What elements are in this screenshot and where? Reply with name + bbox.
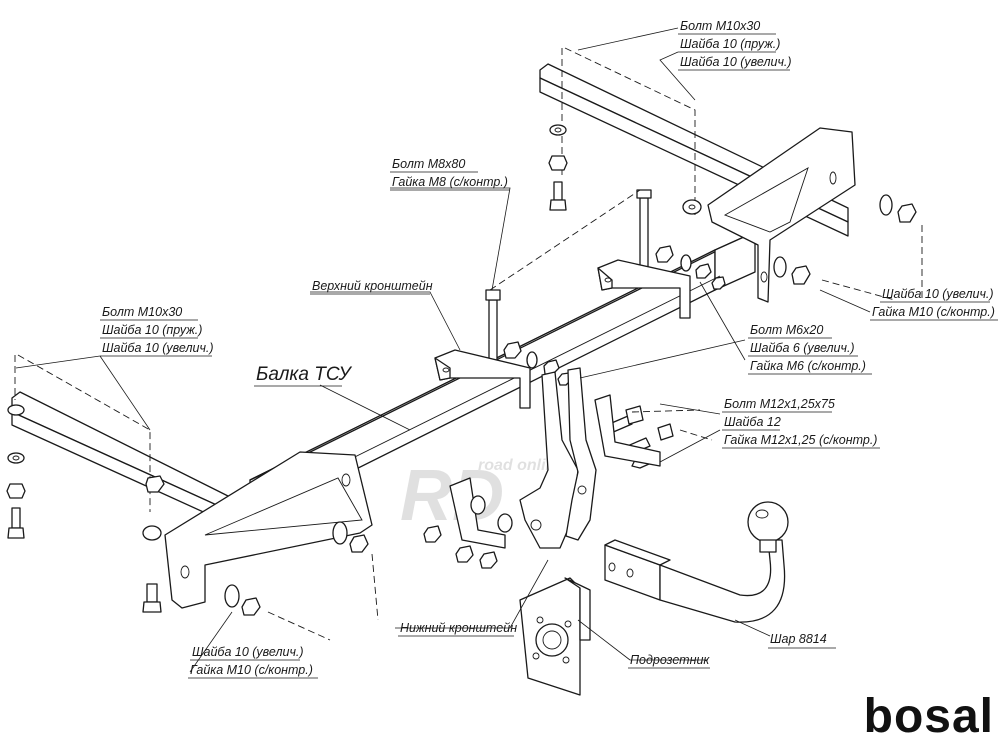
label-bolt-m12: Болт М12х1,25х75 Шайба 12 Гайка М12х1,25… <box>722 397 880 449</box>
label-line: Болт М8х80 <box>392 157 465 171</box>
label-text: Балка ТСУ <box>256 364 353 385</box>
label-line: Болт М10х30 <box>102 305 182 319</box>
label-line: Гайка М6 (с/контр.) <box>750 359 866 373</box>
hardware <box>6 124 923 641</box>
label-line: Шайба 10 (пруж.) <box>102 323 202 337</box>
label-upper-bracket: Верхний кронштейн <box>310 279 433 295</box>
ball-hitch <box>604 501 789 623</box>
upper-brackets <box>434 259 691 409</box>
label-washer-nut-left: Шайба 10 (увелич.) Гайка М10 (с/контр.) <box>188 645 318 679</box>
watermark-sub: road online <box>478 457 564 474</box>
label-socket-plate: Подрозетник <box>628 653 710 669</box>
label-line: Шайба 10 (увелич.) <box>882 287 994 301</box>
label-line: Шайба 10 (увелич.) <box>192 645 304 659</box>
label-line: Шайба 10 (пруж.) <box>680 37 780 51</box>
label-line: Болт М12х1,25х75 <box>724 397 835 411</box>
right-arm <box>539 47 856 303</box>
label-line: Гайка М10 (с/контр.) <box>872 305 995 319</box>
label-lower-bracket: Нижний кронштейн <box>398 621 517 637</box>
label-line: Болт М10х30 <box>680 19 760 33</box>
label-line: Гайка М10 (с/контр.) <box>190 663 313 677</box>
label-bolt-left: Болт М10х30 Шайба 10 (пруж.) Шайба 10 (у… <box>100 305 214 357</box>
label-text: Верхний кронштейн <box>312 279 433 293</box>
socket-plate <box>519 577 591 696</box>
lower-brackets <box>423 367 661 569</box>
label-line: Гайка М12х1,25 (с/контр.) <box>724 433 877 447</box>
label-washer-nut-right: Шайба 10 (увелич.) Гайка М10 (с/контр.) <box>870 287 998 321</box>
label-text: Нижний кронштейн <box>400 621 517 635</box>
label-line: Шайба 10 (увелич.) <box>102 341 214 355</box>
label-text: Шар 8814 <box>770 632 827 646</box>
label-text: Подрозетник <box>630 653 710 667</box>
label-line: Болт М6х20 <box>750 323 823 337</box>
label-line: Шайба 10 (увелич.) <box>680 55 792 69</box>
watermark: RD road online <box>400 456 564 536</box>
leader-lines <box>15 27 871 673</box>
label-bolt-m8: Болт М8х80 Гайка М8 (с/контр.) <box>390 157 510 191</box>
label-line: Шайба 6 (увелич.) <box>750 341 855 355</box>
label-bolt-m6: Болт М6х20 Шайба 6 (увелич.) Гайка М6 (с… <box>748 323 872 375</box>
label-ball: Шар 8814 <box>768 632 836 649</box>
beam <box>249 231 756 523</box>
label-line: Шайба 12 <box>724 415 781 429</box>
label-beam: Балка ТСУ <box>254 364 353 387</box>
label-bolt-top-right: Болт М10х30 Шайба 10 (пруж.) Шайба 10 (у… <box>678 19 792 71</box>
left-arm <box>11 354 373 609</box>
label-line: Гайка М8 (с/контр.) <box>392 175 508 189</box>
bosal-logo: bosal <box>864 690 994 743</box>
